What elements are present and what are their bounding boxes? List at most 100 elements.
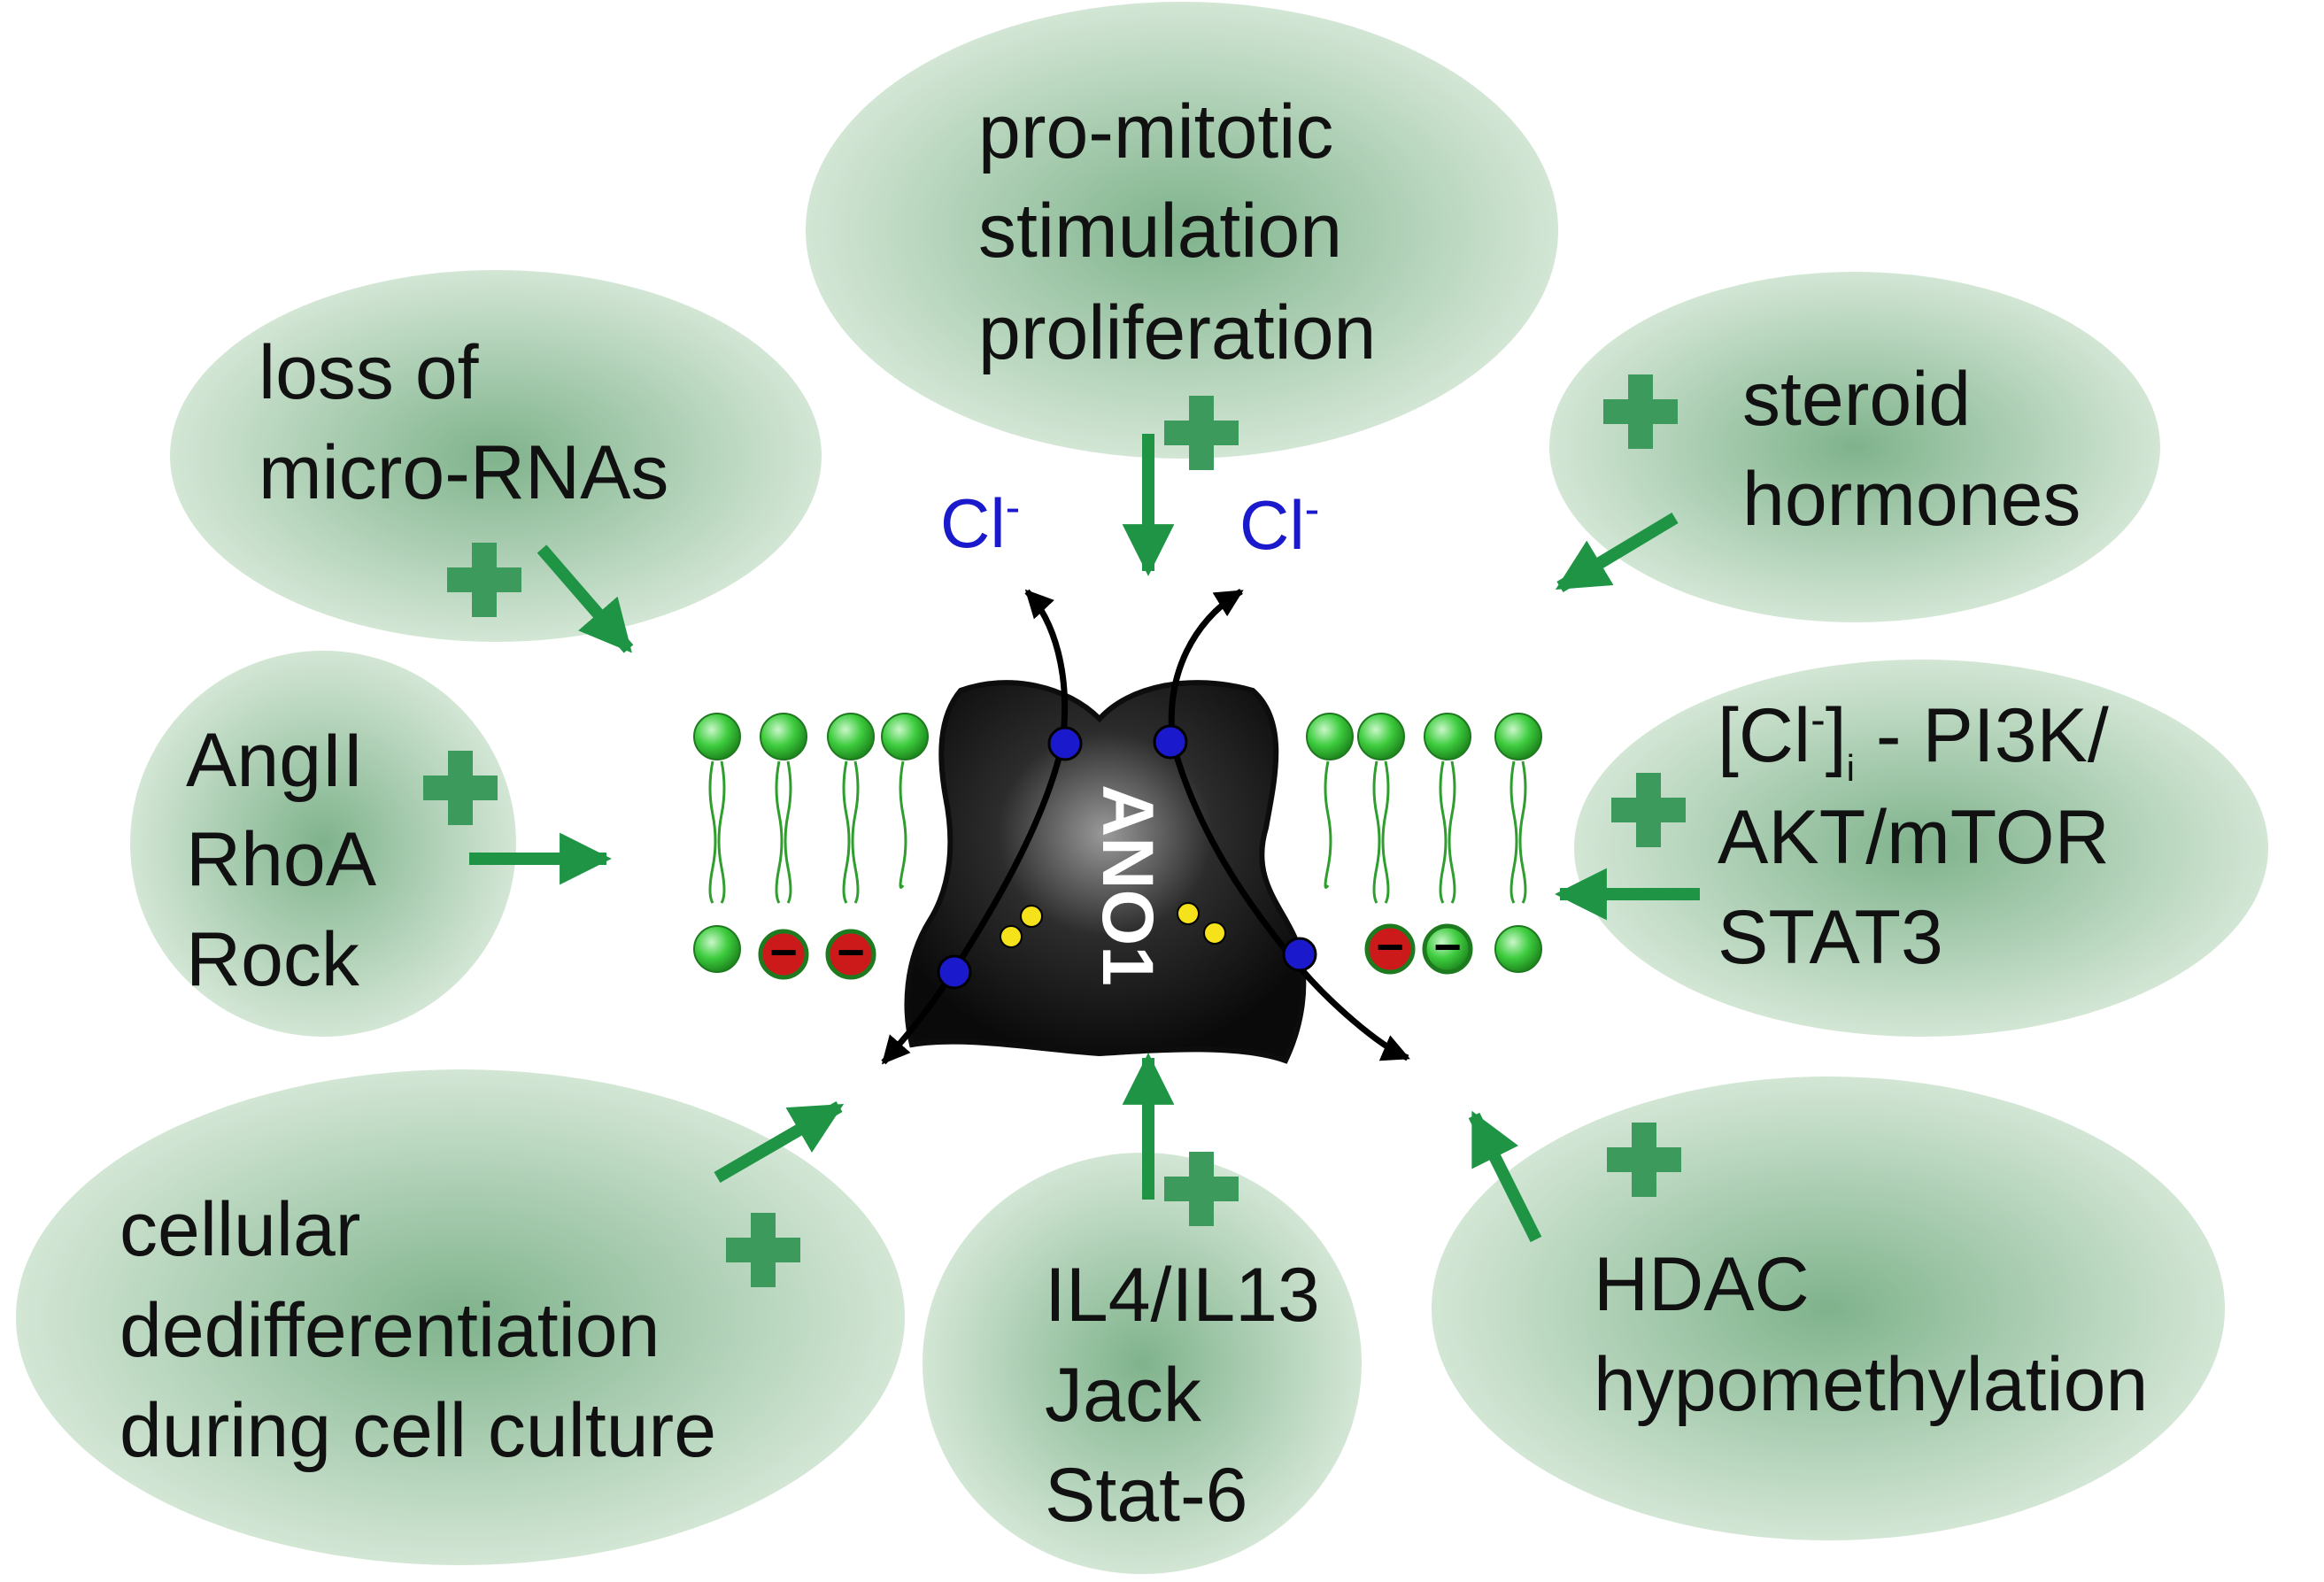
bubble-left <box>130 651 516 1037</box>
bubble-bottom-left-line-1: cellular <box>120 1187 360 1272</box>
bubble-bottom-left-text: cellular dedifferentiation during cell c… <box>120 1187 716 1473</box>
pi3k-text: - PI3K/ <box>1855 693 2109 778</box>
bubble-top-left-line-2: micro-RNAs <box>259 430 668 515</box>
bubble-right-text: [Cl-]i - PI3K/ AKT/mTOR STAT3 <box>1718 693 2110 980</box>
calcium-site <box>1020 905 1043 928</box>
chloride-bracket-open: [Cl <box>1718 693 1811 778</box>
bubble-bottom-line-3: Stat-6 <box>1045 1453 1247 1538</box>
charge-minus: − <box>1433 921 1462 974</box>
bubble-bottom <box>923 1153 1362 1574</box>
chloride-binding-site <box>1047 726 1083 761</box>
chloride-binding-site <box>937 954 972 990</box>
charged-lipid-head-negative <box>758 929 809 980</box>
lipid-heads-left-top <box>693 713 929 760</box>
charged-lipid-head-negative <box>1364 923 1416 975</box>
lipid-head <box>1494 925 1542 973</box>
bubble-bottom-right-text: HDAC hypomethylation <box>1594 1242 2148 1427</box>
bubble-bottom-line-1: IL4/IL13 <box>1045 1253 1320 1338</box>
charge-minus: − <box>1376 921 1404 974</box>
bubble-top-right-line-2: hormones <box>1742 457 2081 542</box>
plus-icon <box>1603 374 1678 449</box>
calcium-site <box>1203 922 1226 945</box>
bubble-left-line-3: Rock <box>186 917 360 1002</box>
lipid-heads-right-top <box>1306 713 1542 760</box>
lipid-head <box>1357 713 1405 760</box>
lipid-head <box>881 713 929 760</box>
lipid-head <box>1306 713 1354 760</box>
lipid-head <box>693 925 741 973</box>
bubble-bottom-right-line-2: hypomethylation <box>1594 1342 2148 1427</box>
lipid-heads-left-bottom: − − <box>693 925 876 980</box>
calcium-site <box>1177 902 1200 925</box>
arrow-bottom-left <box>714 1100 845 1184</box>
chloride-superscript: - <box>1811 695 1826 745</box>
lipid-head <box>1424 713 1471 760</box>
lipid-head <box>693 713 741 760</box>
bubble-bottom-left-line-3: during cell culture <box>120 1388 716 1473</box>
bubble-left-line-1: AngII <box>186 718 364 803</box>
plus-icon <box>423 751 498 825</box>
ano1-label: ANO1 <box>1087 784 1168 986</box>
plus-icon <box>726 1213 800 1287</box>
charge-minus: − <box>837 926 865 979</box>
bubble-top-line-2: stimulation <box>978 189 1342 274</box>
bubble-top-left-line-1: loss of <box>259 330 480 415</box>
bubble-top-right-text: steroid hormones <box>1742 357 2081 542</box>
chloride-charge: - <box>1006 482 1021 532</box>
bubble-bottom-right <box>1432 1077 2225 1540</box>
channel-binding-sites <box>937 724 1317 990</box>
chloride-charge: - <box>1305 484 1320 534</box>
plus-icon <box>1607 1123 1681 1197</box>
bubble-top-line-1: pro-mitotic <box>978 89 1333 174</box>
charged-lipid-head-negative <box>1422 923 1473 975</box>
bubble-top-right-line-1: steroid <box>1742 357 1971 442</box>
bubble-left-text: AngII RhoA Rock <box>186 718 377 1002</box>
bubble-bottom-line-2: Jack <box>1045 1353 1202 1438</box>
chloride-symbol: Cl <box>1239 486 1305 564</box>
bubble-right <box>1574 660 2268 1037</box>
ano1-channel <box>904 680 1307 1064</box>
charged-lipid-head-negative <box>825 929 876 980</box>
chloride-path-left-lower <box>881 743 1066 1065</box>
calcium-site <box>1000 925 1023 948</box>
bubble-right-line-3: STAT3 <box>1718 895 1943 980</box>
chloride-path-right <box>1168 589 1244 745</box>
lipid-head <box>827 713 875 760</box>
bubble-left-line-2: RhoA <box>186 817 377 902</box>
membrane-left: − − <box>693 713 929 980</box>
lipid-head <box>760 713 807 760</box>
chloride-binding-site <box>1153 724 1188 760</box>
green-arrows <box>469 434 1700 1243</box>
arrow-bottom-right <box>1468 1110 1542 1243</box>
bubble-top-line-3: proliferation <box>978 290 1376 375</box>
bubble-top-left-text: loss of micro-RNAs <box>259 330 668 515</box>
plus-icon <box>1611 773 1686 847</box>
chloride-label-right: Cl- <box>1239 484 1319 564</box>
intracellular-subscript: i <box>1847 747 1855 789</box>
lipid-tails-left <box>708 760 907 904</box>
chloride-binding-site <box>1282 937 1317 972</box>
chloride-symbol: Cl <box>940 484 1006 562</box>
bubble-bottom-right-line-1: HDAC <box>1594 1242 1810 1327</box>
plus-icon <box>1164 396 1239 470</box>
chloride-label-left: Cl- <box>940 482 1020 562</box>
lipid-head <box>1494 713 1542 760</box>
chloride-bracket-close: ] <box>1826 693 1847 778</box>
plus-signs <box>423 374 1686 1287</box>
charge-minus: − <box>769 926 798 979</box>
membrane-right: − − <box>1306 713 1542 975</box>
arrow-top-right <box>1555 512 1679 593</box>
bubble-bottom-left-line-2: dedifferentiation <box>120 1288 660 1373</box>
bubble-bottom-text: IL4/IL13 Jack Stat-6 <box>1045 1253 1320 1538</box>
bubble-top-right <box>1549 272 2160 622</box>
bubble-right-line-2: AKT/mTOR <box>1718 795 2110 880</box>
lipid-tails-right <box>1324 760 1527 904</box>
bubble-bottom-left <box>16 1069 905 1565</box>
plus-icon <box>447 543 521 617</box>
bubble-top-text: pro-mitotic stimulation proliferation <box>978 89 1376 375</box>
bubble-right-line-1: [Cl-]i - PI3K/ <box>1718 693 2109 789</box>
bubble-top <box>806 2 1558 459</box>
chloride-path-left <box>1024 589 1069 745</box>
